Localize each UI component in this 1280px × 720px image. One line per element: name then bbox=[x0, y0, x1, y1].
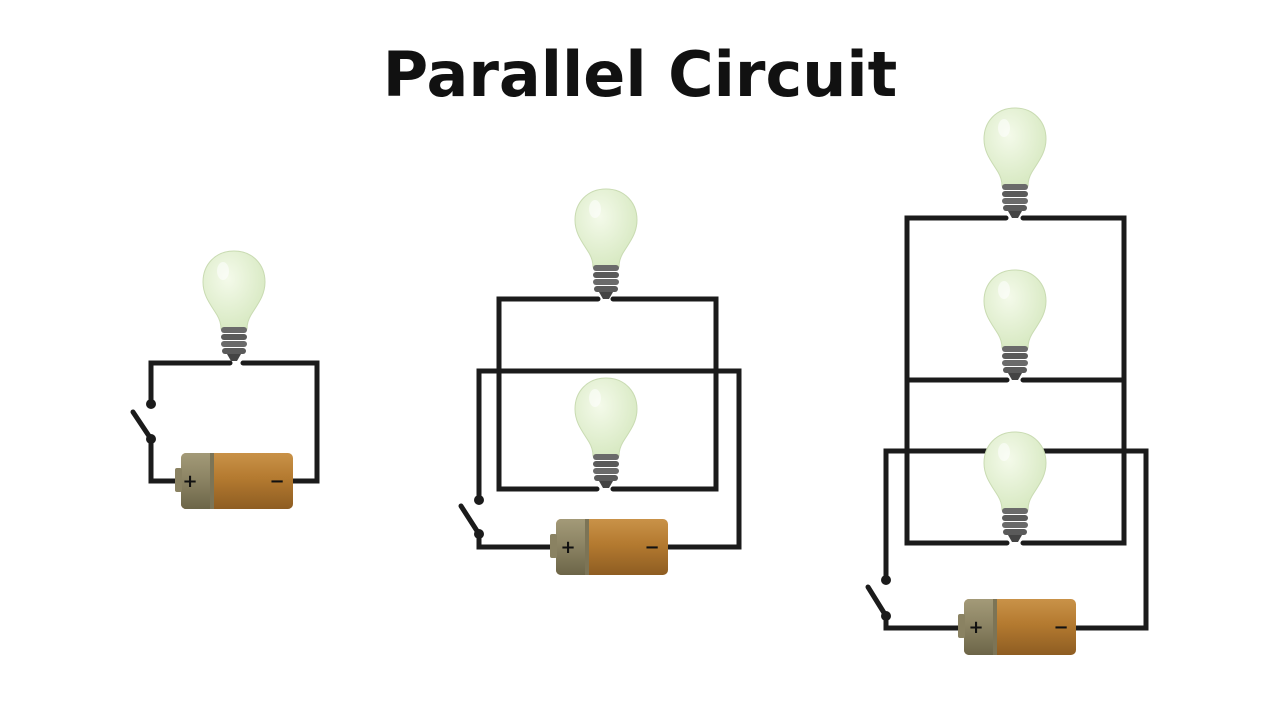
circuit1-bulb-icon bbox=[202, 250, 266, 362]
circuit2-bulb-bottom-icon bbox=[574, 377, 638, 489]
circuit-two-bulbs: + − bbox=[458, 188, 742, 575]
battery-minus-sign: − bbox=[269, 471, 284, 492]
battery-plus-sign: + bbox=[968, 617, 983, 638]
circuit3-switch bbox=[865, 575, 891, 621]
circuit2-battery-icon: + − bbox=[550, 519, 668, 575]
battery-minus-sign: − bbox=[1053, 617, 1068, 638]
battery-plus-sign: + bbox=[560, 537, 575, 558]
circuit2-switch bbox=[458, 495, 484, 539]
circuit1-battery-icon: + − bbox=[175, 453, 293, 509]
battery-minus-sign: − bbox=[644, 537, 659, 558]
circuit2-bulb-top-icon bbox=[574, 188, 638, 300]
circuit3-bulb-middle-icon bbox=[983, 269, 1047, 381]
circuit-single-bulb: + − bbox=[130, 250, 320, 509]
circuit3-middle-loop bbox=[904, 377, 1127, 546]
battery-plus-sign: + bbox=[182, 471, 197, 492]
circuit3-battery-icon: + − bbox=[958, 599, 1076, 655]
circuit3-top-loop bbox=[904, 215, 1127, 383]
circuit-three-bulbs: + − bbox=[865, 107, 1149, 655]
page-title: Parallel Circuit bbox=[382, 38, 898, 111]
circuit3-bulb-top-icon bbox=[983, 107, 1047, 219]
circuit3-bulb-bottom-icon bbox=[983, 431, 1047, 543]
circuit1-switch bbox=[130, 399, 156, 444]
circuit2-inner-loop bbox=[496, 296, 719, 492]
circuit1-wire bbox=[148, 360, 320, 484]
